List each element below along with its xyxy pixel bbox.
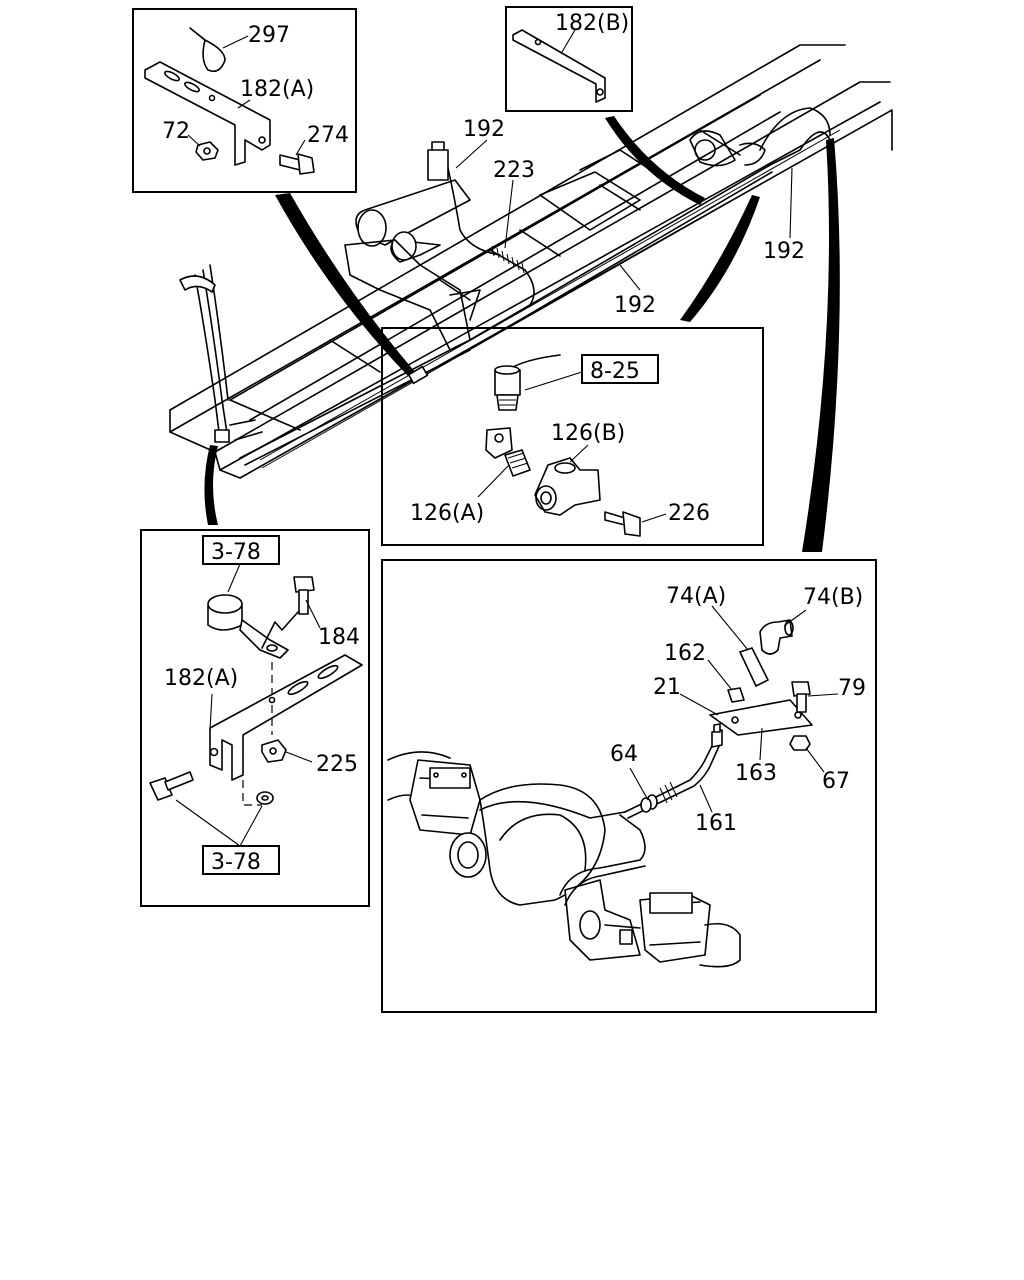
callout-184: 184 — [318, 625, 360, 650]
bracket-182a-icon — [209, 654, 363, 781]
cable-tie-icon — [189, 27, 226, 73]
callout-297: 297 — [248, 23, 290, 48]
callout-3-78-top: 3-78 — [211, 540, 261, 565]
callout-226: 226 — [668, 501, 710, 526]
detail-panel-fittings: 8-25 126(B) 126(A) 226 — [381, 327, 764, 546]
callout-67: 67 — [822, 769, 850, 794]
nut-icon — [195, 141, 219, 161]
panel-frame — [381, 327, 764, 546]
callout-192-b: 192 — [614, 293, 656, 318]
callout-64: 64 — [610, 742, 638, 767]
callout-182a-mid: 182(A) — [164, 666, 238, 691]
callout-182b: 182(B) — [555, 11, 629, 36]
bolt-226-icon — [604, 511, 626, 526]
detail-panel-bracket-assembly: 3-78 184 182(A) 225 — [140, 529, 370, 907]
hose-74a-icon — [739, 647, 769, 687]
elbow-74b-icon — [759, 619, 793, 655]
nut-225-icon — [261, 739, 287, 763]
axle-housing-icon — [387, 751, 451, 761]
callout-box-8-25 — [581, 354, 659, 384]
panel-frame — [505, 6, 633, 112]
nut-162-icon — [727, 687, 745, 703]
callout-3-78-bot: 3-78 — [211, 850, 261, 875]
nut-67-icon — [789, 735, 811, 751]
callout-274: 274 — [307, 123, 349, 148]
bolt-79-icon — [791, 681, 811, 697]
bolt-icon — [279, 154, 301, 171]
chassis-frame — [169, 44, 893, 479]
callout-182a-top: 182(A) — [240, 77, 314, 102]
bolt-184-icon — [293, 576, 315, 593]
callout-223: 223 — [493, 158, 535, 183]
callout-161: 161 — [695, 811, 737, 836]
bracket-163-icon — [709, 699, 813, 736]
callout-192-a: 192 — [463, 117, 505, 142]
callout-8-25: 8-25 — [590, 359, 640, 384]
callout-126b: 126(B) — [551, 421, 625, 446]
bracket-b-icon — [512, 29, 606, 103]
detail-panel-bracket-top: 297 182(A) 72 274 — [132, 8, 357, 193]
callout-connectors — [204, 116, 840, 552]
detail-panel-bracket-b: 182(B) — [505, 6, 633, 112]
callout-box-3-78-top — [202, 535, 280, 565]
detail-panel-axle: 74(A) 74(B) 162 21 79 64 163 67 161 — [381, 559, 877, 1013]
callout-192-c: 192 — [763, 239, 805, 264]
panel-frame — [132, 8, 357, 193]
callout-box-3-78-bot — [202, 845, 280, 875]
callout-74b: 74(B) — [803, 585, 863, 610]
callout-72: 72 — [162, 119, 190, 144]
elbow-fitting-icon — [485, 427, 513, 459]
callout-163: 163 — [735, 761, 777, 786]
panel-frame — [140, 529, 370, 907]
callout-74a: 74(A) — [666, 584, 726, 609]
callout-21: 21 — [653, 675, 681, 700]
callout-79: 79 — [838, 676, 866, 701]
panel-frame — [381, 559, 877, 1013]
callout-126a: 126(A) — [410, 501, 484, 526]
callout-162: 162 — [664, 641, 706, 666]
bracket-icon — [144, 61, 271, 166]
main-view-callouts: 192 223 192 192 — [455, 117, 805, 318]
washer-icon — [256, 791, 274, 805]
callout-225: 225 — [316, 752, 358, 777]
